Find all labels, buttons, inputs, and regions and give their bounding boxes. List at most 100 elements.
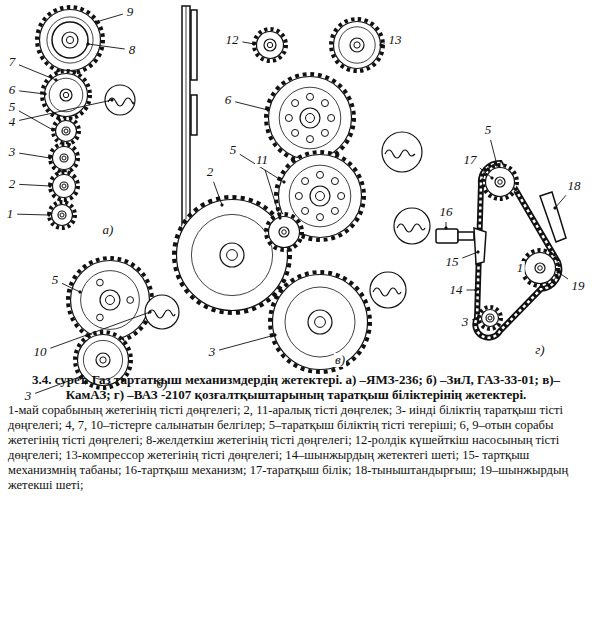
gear-bore: [227, 250, 238, 261]
gear-teeth: [522, 250, 558, 286]
callout-number: 9: [126, 5, 135, 19]
gear: [50, 172, 78, 200]
gear-rim: [269, 217, 300, 248]
gear-teeth: [53, 118, 79, 144]
gear-bore: [488, 316, 492, 320]
leader-line: [219, 335, 275, 350]
tensioner-body: [436, 229, 458, 243]
leader-line: [19, 100, 112, 120]
gear-bore: [306, 114, 315, 123]
leader-dot: [48, 214, 50, 216]
gear: [53, 118, 79, 144]
tensioner-shoe: [474, 228, 486, 264]
leader-line: [19, 65, 56, 80]
leader-dot: [445, 227, 447, 229]
callout-number: 11: [255, 153, 269, 167]
callout-number: 5: [51, 273, 60, 287]
leader-line: [96, 14, 123, 22]
gear-rim: [53, 175, 76, 198]
gear-hub: [58, 211, 66, 219]
gear-hub: [495, 177, 505, 187]
callout-number: 13: [388, 33, 403, 47]
leader-dot: [491, 177, 493, 179]
gear-teeth: [37, 7, 103, 73]
gear-web: [285, 287, 355, 357]
gear-rim: [53, 147, 76, 170]
gear-side-view: [182, 6, 190, 244]
caption-block: 3.4. сурет. Газ тартатқыш механизмдердің…: [8, 372, 584, 493]
callout-number: 10: [33, 345, 48, 359]
leader-line: [88, 44, 125, 49]
leader-line: [558, 272, 568, 279]
gear-hub: [310, 186, 330, 206]
leader-dot: [52, 129, 54, 131]
gear-hole: [97, 279, 104, 286]
leader-line: [462, 252, 478, 258]
gear-hub: [220, 243, 244, 267]
gear-hole: [302, 207, 309, 214]
gear: [483, 165, 517, 199]
gear-hub: [486, 314, 494, 322]
leader-dot: [279, 217, 281, 219]
gear-rim: [257, 32, 284, 59]
gear-teeth: [331, 19, 383, 71]
figure-title: 3.4. сурет. Газ тартатқыш механизмдердің…: [8, 372, 584, 402]
mark-detail: [145, 295, 179, 329]
leader-dot: [111, 99, 113, 101]
callout-number: 19: [571, 279, 586, 293]
gear-hole: [331, 178, 338, 185]
callout-number: 3: [24, 389, 33, 403]
leader-line: [242, 42, 254, 44]
gear-hub: [60, 154, 68, 162]
gear-teeth: [479, 307, 501, 329]
gear-hole: [338, 192, 345, 199]
leader-dot: [557, 271, 559, 273]
tensioner-plunger: [458, 232, 474, 240]
leader-dot: [496, 164, 498, 166]
gear-hole: [316, 171, 323, 178]
leader-dot: [475, 289, 477, 291]
gear-web: [81, 271, 140, 330]
gear: [50, 144, 78, 172]
leader-line: [555, 195, 566, 208]
gear-bore: [106, 296, 115, 305]
leader-line: [19, 184, 50, 186]
gear-hub: [350, 38, 364, 52]
callout-number: 15: [445, 255, 460, 269]
leader-dot: [49, 157, 51, 159]
gear-hub: [60, 182, 68, 190]
leader-line: [19, 153, 50, 158]
gear-rim: [40, 10, 101, 71]
gear: [42, 71, 90, 119]
gear-rim: [334, 22, 381, 69]
gear-hole: [292, 100, 299, 107]
gear-hole: [292, 129, 299, 136]
gear-hub: [62, 32, 78, 48]
mark-detail: [382, 132, 422, 172]
gear: [68, 258, 152, 342]
leader-dot: [554, 207, 556, 209]
gear-hole: [302, 178, 309, 185]
chain-damper: [540, 192, 566, 242]
leader-line: [62, 283, 80, 292]
gear: [174, 197, 290, 313]
leader-line: [235, 102, 268, 110]
mark-detail: [370, 272, 406, 308]
callout-number: 14: [449, 283, 464, 297]
gear-bore: [316, 192, 325, 201]
gear: [522, 250, 558, 286]
gear-teeth: [174, 197, 290, 313]
gear-hole: [285, 114, 292, 121]
timing-chain: [475, 163, 559, 338]
callout-number: 5: [484, 123, 493, 137]
callout-number: 5: [8, 100, 17, 114]
gear-bore: [315, 317, 326, 328]
gear-bore: [64, 129, 68, 133]
gear-hole: [321, 129, 328, 136]
gear-hole: [306, 136, 313, 143]
gear-hub: [96, 353, 110, 367]
gear: [479, 307, 501, 329]
gear: [331, 19, 383, 71]
